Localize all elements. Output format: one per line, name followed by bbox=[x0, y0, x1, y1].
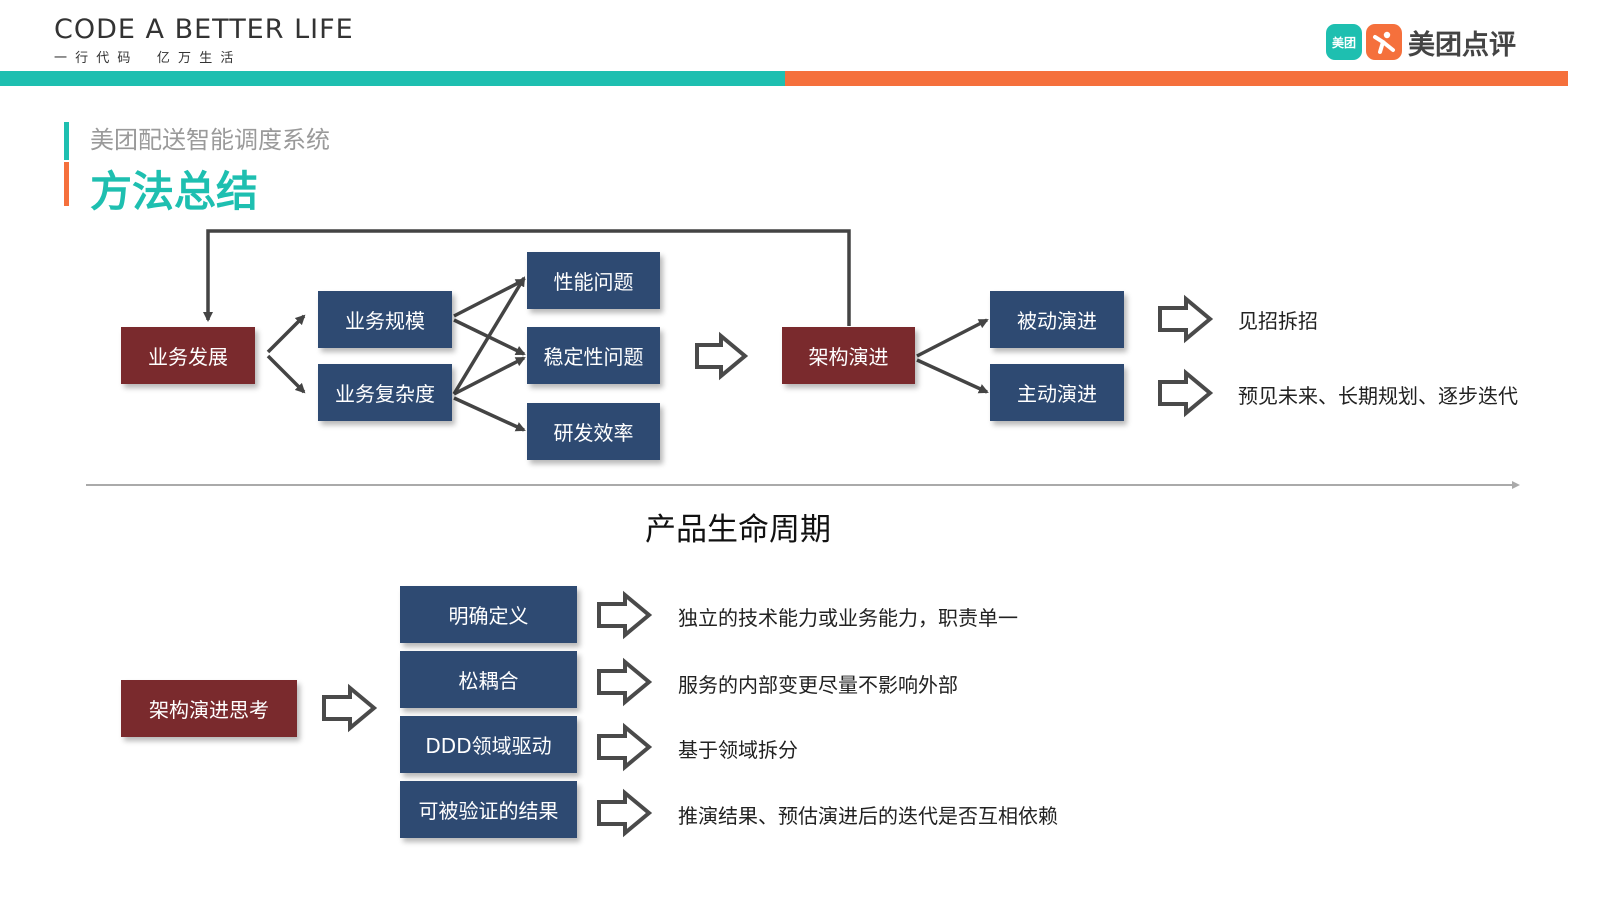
box-stability-issue: 稳定性问题 bbox=[527, 327, 660, 384]
arrow-complexity-to-efficiency bbox=[453, 396, 526, 432]
lifecycle-axis-arrowhead bbox=[1512, 481, 1520, 489]
header-bar-orange bbox=[785, 71, 1568, 86]
block-arrows bbox=[322, 294, 1214, 838]
page-subtitle: 美团配送智能调度系统 bbox=[90, 126, 330, 154]
desc-ddd: 基于领域拆分 bbox=[678, 738, 798, 762]
box-business-scale: 业务规模 bbox=[318, 291, 452, 348]
box-business-development: 业务发展 bbox=[121, 327, 255, 384]
arrow-arch-to-passive bbox=[916, 318, 989, 358]
meituan-logo-icon: 美团 bbox=[1326, 24, 1362, 60]
header-bar-teal bbox=[0, 71, 785, 86]
arrow-complexity-to-performance bbox=[452, 276, 526, 395]
arrow-scale-to-performance bbox=[453, 278, 526, 318]
arrow-dev-to-scale bbox=[266, 314, 306, 354]
desc-verifiable-result: 推演结果、预估演进后的迭代是否互相依赖 bbox=[678, 804, 1058, 828]
active-evolution-desc: 预见未来、长期规划、逐步迭代 bbox=[1238, 384, 1518, 408]
block-arrow-icon-item-2 bbox=[597, 657, 653, 707]
dianping-logo-icon bbox=[1366, 24, 1402, 60]
title-accent-orange bbox=[64, 162, 69, 206]
box-architecture-thinking: 架构演进思考 bbox=[121, 680, 297, 737]
block-arrow-icon-item-4 bbox=[597, 788, 653, 838]
block-arrow-icon-item-1 bbox=[597, 590, 653, 640]
box-verifiable-result: 可被验证的结果 bbox=[400, 781, 577, 838]
brand-slogan: CODE A BETTER LIFE bbox=[54, 14, 354, 45]
box-business-complexity: 业务复杂度 bbox=[318, 364, 452, 421]
box-active-evolution: 主动演进 bbox=[990, 364, 1124, 421]
title-accent-teal bbox=[64, 122, 69, 160]
box-passive-evolution: 被动演进 bbox=[990, 291, 1124, 348]
block-arrow-icon-active bbox=[1158, 368, 1214, 418]
box-loose-coupling: 松耦合 bbox=[400, 651, 577, 708]
brand-slogan-cn: 一 行 代 码 亿 万 生 活 bbox=[54, 51, 236, 66]
box-performance-issue: 性能问题 bbox=[527, 252, 660, 309]
block-arrow-icon-problems-to-arch bbox=[695, 331, 749, 381]
block-arrow-icon-thinking bbox=[322, 683, 378, 733]
box-clear-definition: 明确定义 bbox=[400, 586, 577, 643]
meituan-dianping-logo: 美团 美团点评 bbox=[1326, 22, 1516, 62]
lifecycle-axis-label: 产品生命周期 bbox=[645, 512, 831, 548]
feedback-loop-line bbox=[203, 229, 851, 326]
page-title: 方法总结 bbox=[90, 167, 259, 216]
box-dev-efficiency: 研发效率 bbox=[527, 403, 660, 460]
arrow-arch-to-active bbox=[916, 358, 989, 394]
arrow-dev-to-complexity bbox=[266, 354, 306, 394]
box-ddd: DDD领域驱动 bbox=[400, 716, 577, 773]
passive-evolution-desc: 见招拆招 bbox=[1238, 309, 1318, 333]
diagram-connectors bbox=[86, 229, 1520, 489]
logo-wordmark: 美团点评 bbox=[1408, 29, 1516, 61]
desc-clear-definition: 独立的技术能力或业务能力，职责单一 bbox=[678, 606, 1018, 630]
box-architecture-evolution: 架构演进 bbox=[782, 327, 915, 384]
block-arrow-icon-passive bbox=[1158, 294, 1214, 344]
arrow-complexity-to-stability bbox=[453, 356, 526, 396]
block-arrow-icon-item-3 bbox=[597, 722, 653, 772]
desc-loose-coupling: 服务的内部变更尽量不影响外部 bbox=[678, 673, 958, 697]
